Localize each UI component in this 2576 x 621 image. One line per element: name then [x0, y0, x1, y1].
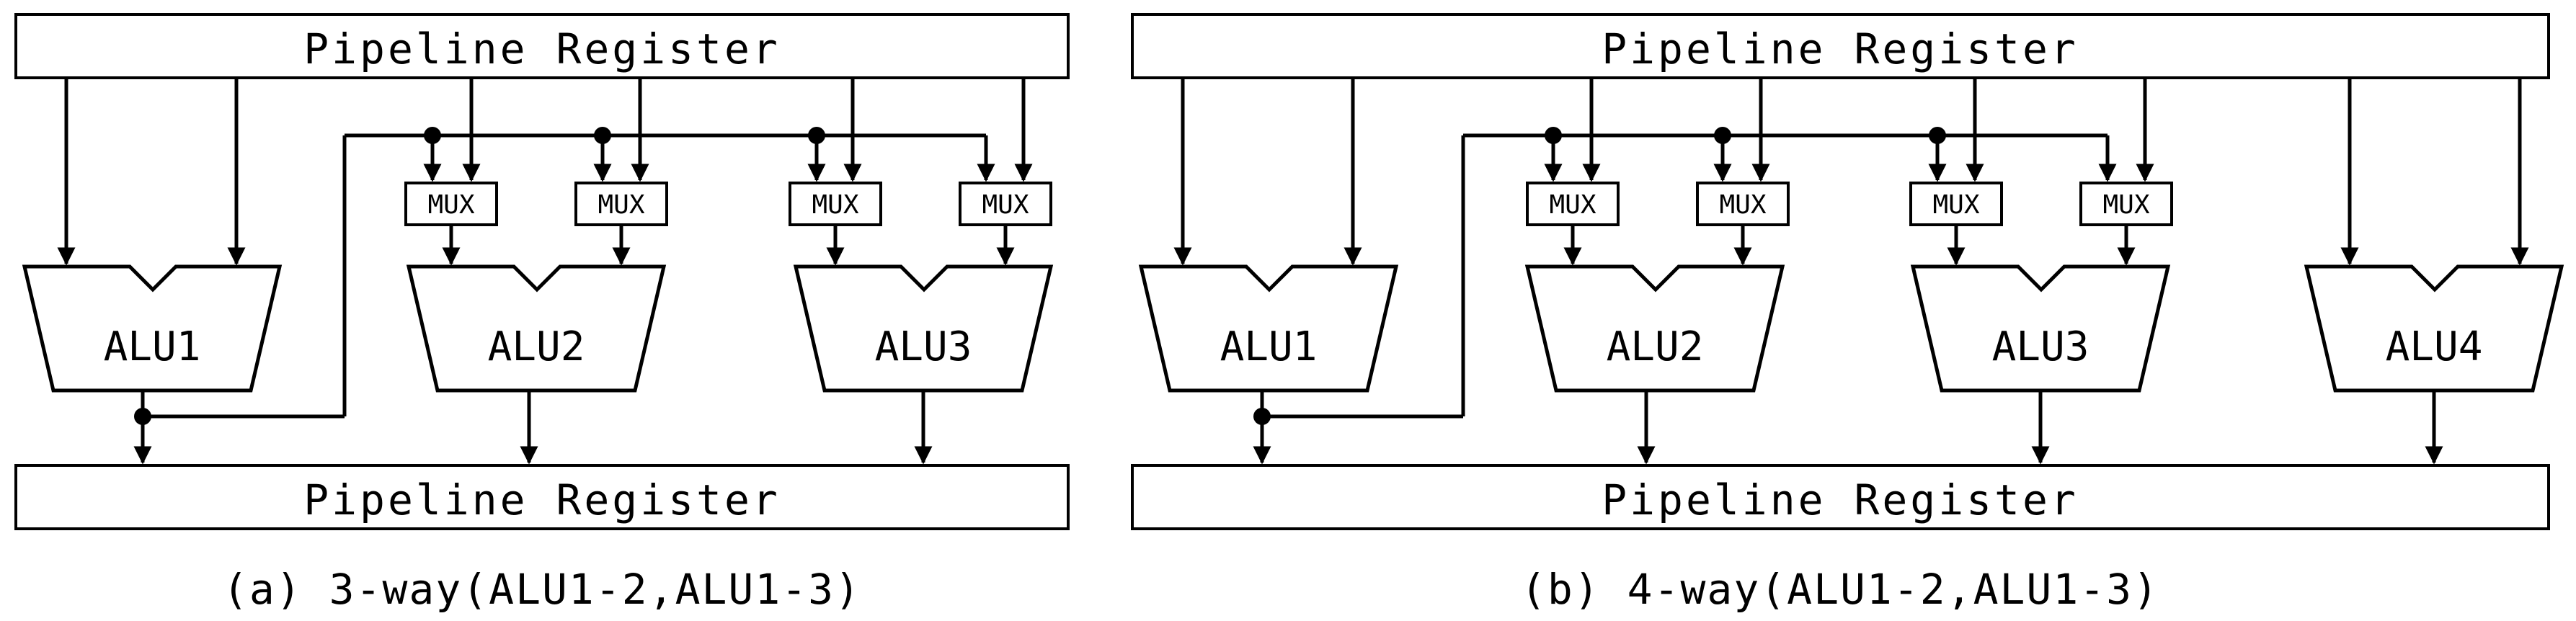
- alu1-a: [22, 264, 283, 393]
- diagram-a: Pipeline Register Pipeline Register ALU1…: [14, 13, 1070, 614]
- alu4-label-b: ALU4: [2386, 323, 2483, 370]
- alu4-b: [2304, 264, 2564, 393]
- bottom-pipeline-register-a: [14, 464, 1070, 530]
- alu1-label-b: ALU1: [1220, 323, 1318, 370]
- alu2-b: [1524, 264, 1785, 393]
- bottom-pipeline-register-b: [1131, 464, 2550, 530]
- mux4-label-b: MUX: [2102, 190, 2149, 220]
- alu3-a: [793, 264, 1054, 393]
- mux2-a: [574, 182, 668, 226]
- mux2-label-b: MUX: [1719, 190, 1766, 220]
- mux4-label-a: MUX: [982, 190, 1029, 220]
- mux3-label-b: MUX: [1932, 190, 1979, 220]
- alu1-label-a: ALU1: [104, 323, 201, 370]
- alu1-b: [1138, 264, 1399, 393]
- mux3-b: [1909, 182, 2003, 226]
- caption-b: (b) 4-way(ALU1-2,ALU1-3): [1521, 565, 2159, 614]
- diagram-b: Pipeline Register Pipeline Register ALU1…: [1131, 13, 2564, 614]
- alu2-label-b: ALU2: [1607, 323, 1704, 370]
- bottom-register-label-b: Pipeline Register: [1602, 475, 2079, 524]
- bottom-register-label-a: Pipeline Register: [303, 475, 781, 524]
- mux3-label-a: MUX: [812, 190, 858, 220]
- top-pipeline-register-b: [1131, 13, 2550, 79]
- caption-a: (a) 3-way(ALU1-2,ALU1-3): [223, 565, 861, 614]
- alu3-label-b: ALU3: [1992, 323, 2089, 370]
- top-register-label-a: Pipeline Register: [303, 24, 781, 73]
- mux1-a: [404, 182, 498, 226]
- top-register-label-b: Pipeline Register: [1602, 24, 2079, 73]
- alu3-b: [1910, 264, 2171, 393]
- mux1-label-a: MUX: [427, 190, 474, 220]
- top-pipeline-register-a: [14, 13, 1070, 79]
- mux4-a: [959, 182, 1052, 226]
- alu3-label-a: ALU3: [875, 323, 972, 370]
- mux1-label-b: MUX: [1549, 190, 1596, 220]
- mux2-label-a: MUX: [598, 190, 644, 220]
- alu2-label-a: ALU2: [488, 323, 585, 370]
- alu2-a: [406, 264, 667, 393]
